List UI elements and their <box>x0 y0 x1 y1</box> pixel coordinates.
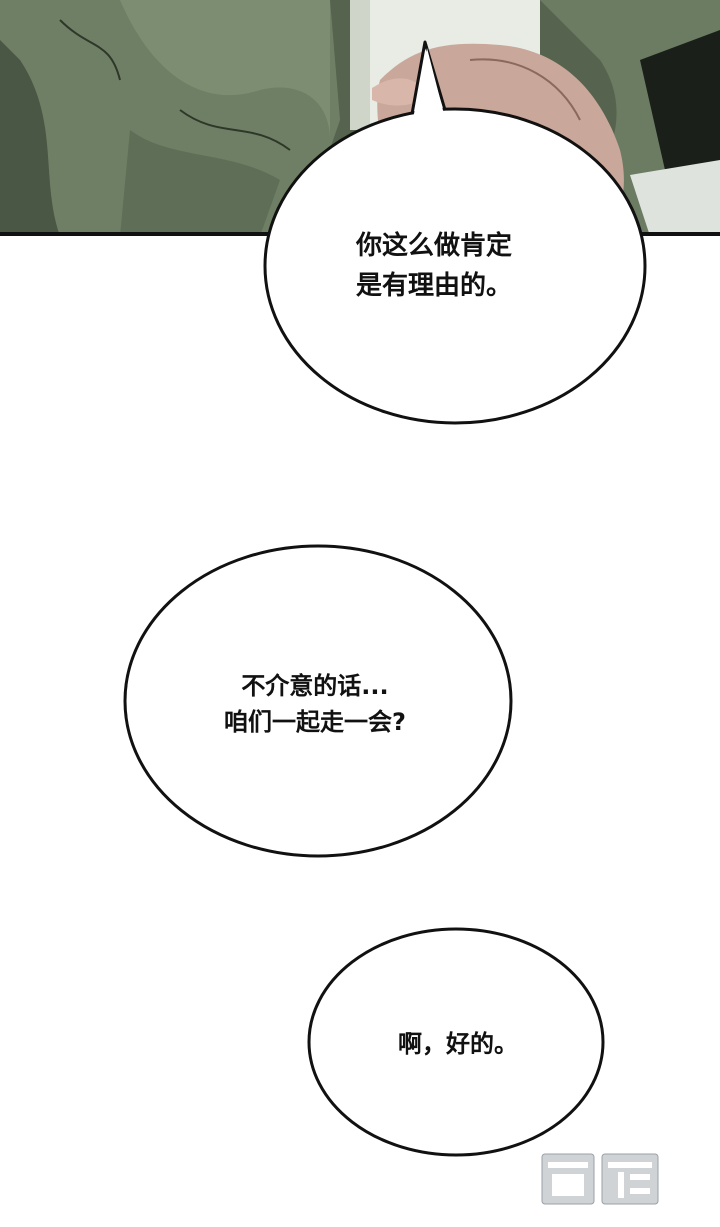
speech-bubble-2 <box>123 544 513 858</box>
bubble-3-text: 啊，好的。 <box>398 1026 518 1062</box>
bubble-2-text: 不介意的话... 咱们一起走一会? <box>200 668 430 740</box>
bubble-2-line-1: 不介意的话... <box>241 672 389 700</box>
bubble-1-line-1: 你这么做肯定 <box>356 231 513 261</box>
watermark-logo <box>538 1153 663 1227</box>
bubble-2-line-2: 咱们一起走一会? <box>224 708 406 736</box>
speech-bubble-3 <box>307 927 605 1157</box>
speech-bubble-1 <box>263 40 647 425</box>
bubble-1-text: 你这么做肯定 是有理由的。 <box>356 226 512 306</box>
bubble-3-line-1: 啊，好的。 <box>398 1030 518 1058</box>
bubble-1-line-2: 是有理由的。 <box>356 271 513 301</box>
